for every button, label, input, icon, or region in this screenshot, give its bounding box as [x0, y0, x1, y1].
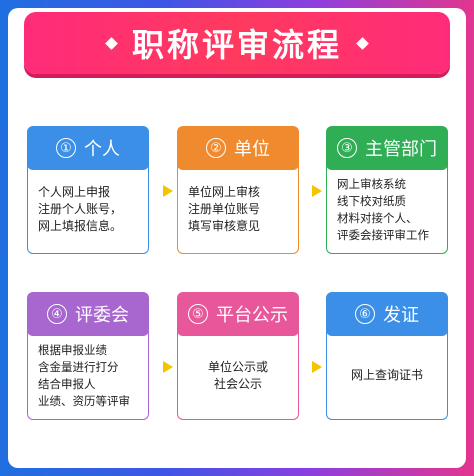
step-body: 个人网上申报 注册个人账号， 网上填报信息。 — [27, 162, 149, 254]
step-label: 发证 — [383, 305, 419, 326]
step-label: 单位 — [234, 139, 270, 160]
step-header: ⑥ 发证 — [326, 292, 448, 336]
step-label: 评委会 — [75, 305, 129, 326]
step-header: ② 单位 — [177, 126, 299, 170]
step-number: ③ — [337, 138, 357, 158]
step-description: 网上查询证书 — [350, 368, 423, 382]
step-label: 个人 — [84, 139, 120, 160]
arrow-icon — [312, 185, 322, 197]
title-banner: 职称评审流程 — [24, 12, 450, 74]
step-body: 网上审核系统 线下校对纸质 材料对接个人、 评委会接评审工作 — [326, 162, 448, 254]
step-number: ⑥ — [355, 304, 375, 324]
step-description: 单位网上审核 注册单位账号 填写审核意见 — [188, 185, 261, 233]
step-description: 根据申报业绩 含金量进行打分 结合申报人 业绩、资历等评审 — [38, 342, 130, 408]
step-number: ④ — [47, 304, 67, 324]
diamond-icon — [356, 36, 369, 50]
step-body: 网上查询证书 — [326, 328, 448, 420]
arrow-icon — [312, 361, 322, 373]
step-header: ① 个人 — [27, 126, 149, 170]
page-title: 职称评审流程 — [131, 26, 342, 64]
diamond-icon — [105, 36, 118, 50]
step-number: ⑤ — [188, 304, 208, 324]
step-header: ⑤ 平台公示 — [177, 292, 299, 336]
step-description: 单位公示或 社会公示 — [207, 359, 268, 391]
step-label: 主管部门 — [365, 139, 437, 160]
step-header: ④ 评委会 — [27, 292, 149, 336]
step-number: ② — [206, 138, 226, 158]
step-body: 单位公示或 社会公示 — [177, 328, 299, 420]
step-header: ③ 主管部门 — [326, 126, 448, 170]
arrow-icon — [163, 185, 173, 197]
step-description: 网上审核系统 线下校对纸质 材料对接个人、 评委会接评审工作 — [337, 176, 429, 242]
step-body: 单位网上审核 注册单位账号 填写审核意见 — [177, 162, 299, 254]
step-description: 个人网上申报 注册个人账号， 网上填报信息。 — [38, 185, 123, 233]
step-number: ① — [56, 138, 76, 158]
step-label: 平台公示 — [216, 305, 288, 326]
arrow-icon — [163, 361, 173, 373]
step-body: 根据申报业绩 含金量进行打分 结合申报人 业绩、资历等评审 — [27, 328, 149, 420]
